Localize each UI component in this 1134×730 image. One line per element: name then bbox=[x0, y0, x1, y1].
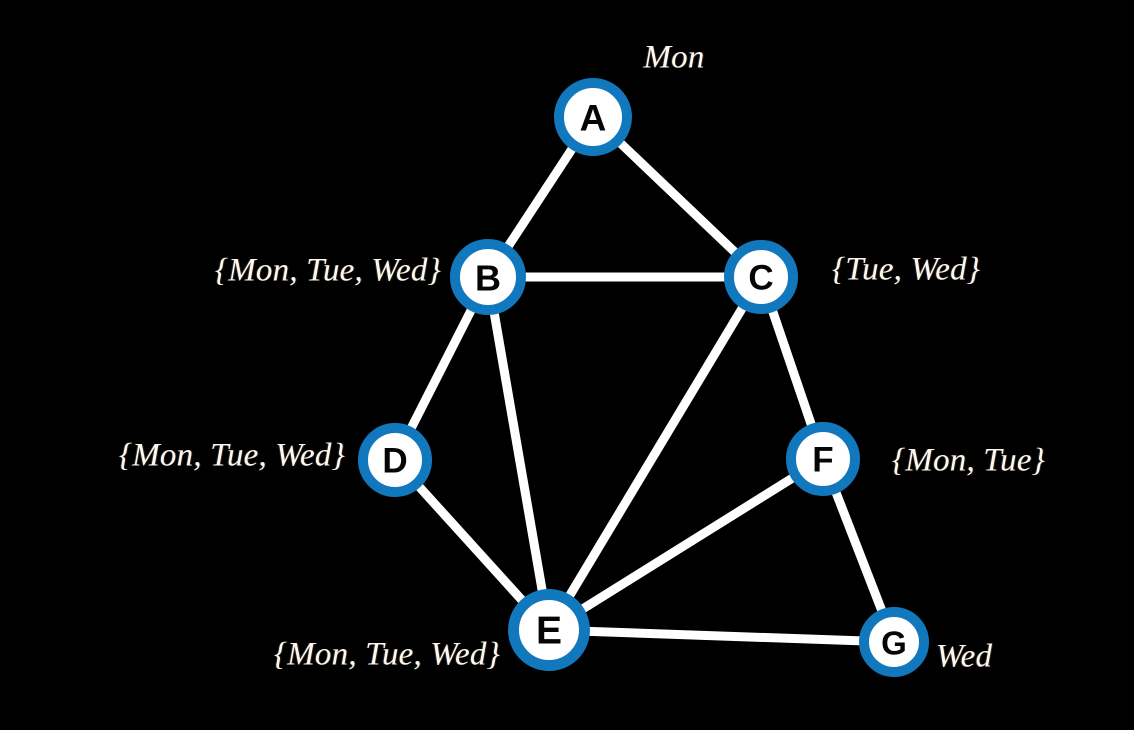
domain-label-f: {Mon, Tue} bbox=[892, 442, 1046, 479]
edge-e-f bbox=[544, 454, 828, 635]
domain-label-c: {Tue, Wed} bbox=[832, 251, 981, 288]
edge-e-g bbox=[544, 625, 899, 647]
node-label-g: G bbox=[881, 625, 907, 662]
node-label-a: A bbox=[580, 98, 607, 139]
node-c[interactable]: C bbox=[724, 240, 798, 314]
nodes-layer: A B C D F E G bbox=[358, 78, 929, 677]
node-label-e: E bbox=[536, 610, 562, 653]
node-circle-f bbox=[786, 422, 860, 496]
node-label-c: C bbox=[748, 259, 773, 298]
node-circle-g bbox=[859, 607, 929, 677]
node-circle-d bbox=[358, 423, 432, 497]
domain-label-g: Wed bbox=[936, 638, 993, 675]
domain-label-a: Mon bbox=[643, 39, 705, 76]
node-circle-b bbox=[450, 239, 526, 315]
node-d[interactable]: D bbox=[358, 423, 432, 497]
node-circle-c bbox=[724, 240, 798, 314]
node-label-f: F bbox=[812, 441, 833, 480]
node-f[interactable]: F bbox=[786, 422, 860, 496]
domain-label-d: {Mon, Tue, Wed} bbox=[118, 437, 345, 474]
node-e[interactable]: E bbox=[508, 589, 590, 671]
domain-label-e: {Mon, Tue, Wed} bbox=[273, 636, 500, 673]
node-label-d: D bbox=[382, 442, 407, 481]
edge-c-e bbox=[544, 272, 766, 635]
domain-label-b: {Mon, Tue, Wed} bbox=[214, 252, 441, 289]
edges-layer bbox=[390, 112, 899, 647]
node-a[interactable]: A bbox=[554, 78, 632, 156]
node-b[interactable]: B bbox=[450, 239, 526, 315]
node-circle-a bbox=[554, 78, 632, 156]
edge-b-e bbox=[483, 272, 554, 635]
node-circle-e bbox=[508, 589, 590, 671]
node-label-b: B bbox=[475, 258, 501, 299]
node-g[interactable]: G bbox=[859, 607, 929, 677]
